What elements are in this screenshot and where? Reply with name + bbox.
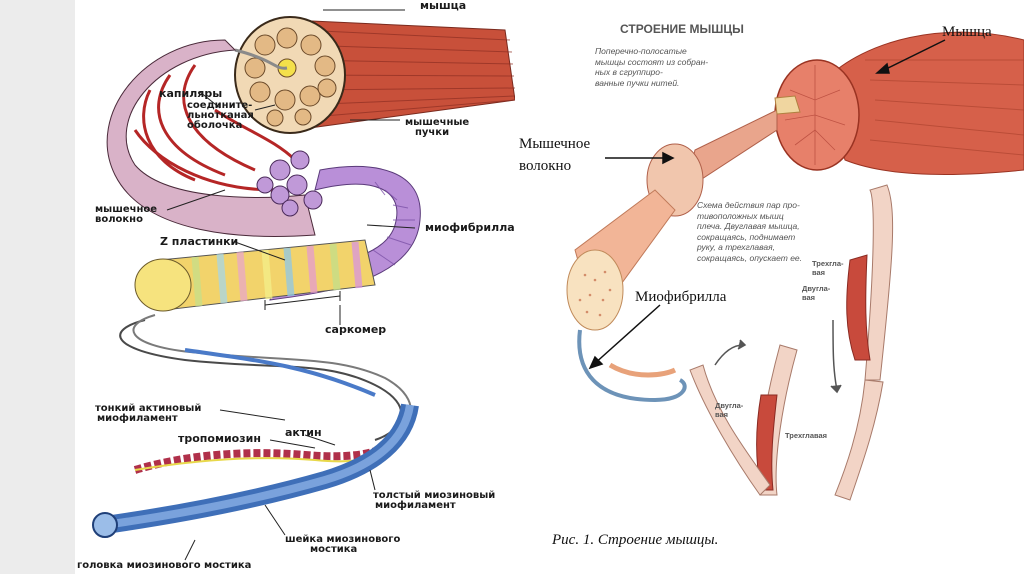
muscle-figure <box>774 31 1024 175</box>
label-fiber-1: мышечное <box>95 204 158 215</box>
label-sarcomere: саркомер <box>325 323 387 336</box>
callout-muscle: Мышца <box>942 24 992 40</box>
label-connective-1: соедините- <box>187 100 253 111</box>
label-thin-filament-2: миофиламент <box>97 413 178 424</box>
label-thin-filament-1: тонкий актиновый <box>95 403 202 414</box>
arm-figure-bottom <box>689 344 798 496</box>
right-title: СТРОЕНИЕ МЫШЦЫ <box>620 22 744 36</box>
label-thick-filament-2: миофиламент <box>375 500 456 511</box>
label-myosin-head: головка миозинового мостика <box>77 560 252 571</box>
label-triceps-top: Трехгла- вая <box>812 259 844 277</box>
label-thick-filament-1: толстый миозиновый <box>373 490 496 501</box>
sarcomere-figure <box>134 239 376 312</box>
muscle-fiber-figure <box>106 39 323 237</box>
muscle-bundle-figure <box>234 16 515 134</box>
label-neck-2: мостика <box>310 544 358 555</box>
right-diagram-panel: СТРОЕНИЕ МЫШЦЫ Поперечно-полосатые мышцы… <box>515 0 1024 574</box>
arm-figure-top <box>834 184 894 501</box>
left-diagram-illustration <box>92 9 515 561</box>
label-tropomyosin: тропомиозин <box>178 432 261 445</box>
myofibril-figure-right <box>566 189 676 331</box>
right-scheme-text: Схема действия пар про- тивоположных мыш… <box>697 200 803 263</box>
right-diagram-illustration <box>566 31 1024 501</box>
label-capillaries: капиляры <box>159 87 223 100</box>
label-neck-1: шейка миозинового <box>285 534 401 545</box>
label-triceps-bottom: Трехглавая <box>785 431 828 440</box>
filaments-figure <box>92 314 419 538</box>
label-z-plates: Z пластинки <box>160 235 239 248</box>
right-intro-text: Поперечно-полосатые мышцы состоят из соб… <box>595 46 709 88</box>
label-myofibril: миофибрилла <box>425 221 515 234</box>
figure-caption: Рис. 1. Строение мышцы. <box>552 532 719 548</box>
label-muscle-bundles-1: мышечные <box>405 117 470 128</box>
filaments-figure-right <box>577 329 687 403</box>
callout-fiber-2: волокно <box>519 158 572 174</box>
label-fiber-2: волокно <box>95 214 143 225</box>
label-biceps-bottom: Двугла- вая <box>715 401 744 419</box>
label-connective-3: оболочка <box>187 120 243 131</box>
callout-fiber-1: Мышечное <box>519 136 591 152</box>
left-diagram-panel: мышца капиляры соедините- льнотканая обо… <box>75 0 515 574</box>
label-muscle-bundles-2: пучки <box>415 127 450 138</box>
label-actin: актин <box>285 426 322 439</box>
callout-myofibril: Миофибрилла <box>635 289 727 305</box>
label-muscle: мышца <box>420 0 467 12</box>
label-biceps-top: Двугла- вая <box>802 284 831 302</box>
label-connective-2: льнотканая <box>187 110 254 121</box>
